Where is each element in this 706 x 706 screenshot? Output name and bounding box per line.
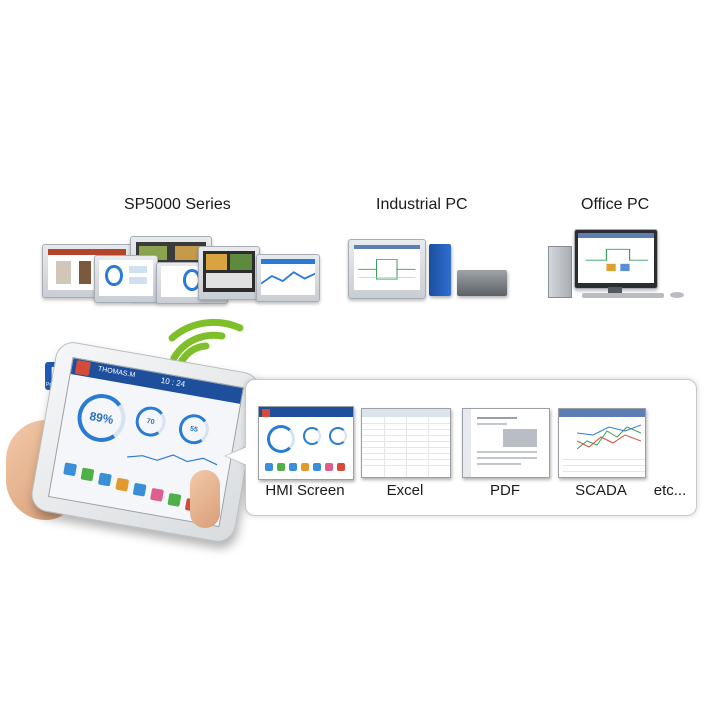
tablet-tile[interactable] bbox=[80, 467, 95, 482]
pc-tower bbox=[548, 246, 572, 298]
office-pc-title: Office PC bbox=[581, 196, 650, 213]
tablet-header-time: 10 : 24 bbox=[160, 375, 186, 389]
mouse bbox=[670, 292, 684, 298]
tablet-logo-thumb bbox=[74, 359, 92, 377]
excel-thumbnail[interactable] bbox=[361, 408, 451, 478]
etc-label: etc... bbox=[653, 482, 687, 499]
excel-label: Excel bbox=[386, 482, 424, 499]
tablet-main-gauge: 89% bbox=[73, 390, 130, 446]
hmi-screen-thumbnail[interactable] bbox=[258, 406, 354, 480]
scada-thumbnail[interactable] bbox=[558, 408, 646, 478]
tablet-tile[interactable] bbox=[97, 472, 112, 487]
tablet-header-user: THOMAS.M bbox=[97, 365, 136, 380]
callout-pointer-fill bbox=[226, 447, 247, 465]
hmi-screen-label: HMI Screen bbox=[265, 482, 345, 499]
tablet-small-gauge-1: 70 bbox=[133, 404, 169, 439]
pdf-label: PDF bbox=[490, 482, 520, 499]
tablet-trend bbox=[127, 454, 218, 466]
hmi-panel bbox=[94, 255, 158, 303]
industrial-fanless-pc bbox=[457, 270, 507, 296]
pdf-thumbnail[interactable] bbox=[462, 408, 550, 478]
tablet-tile[interactable] bbox=[63, 462, 78, 477]
output-formats-panel: HMI Screen Excel PDF bbox=[245, 379, 697, 516]
tablet-device: THOMAS.M 10 : 24 89% 70 55 bbox=[28, 339, 263, 545]
tablet-tile[interactable] bbox=[167, 492, 182, 507]
tablet-small-gauge-2-value: 55 bbox=[189, 425, 199, 434]
tablet-screen: THOMAS.M 10 : 24 89% 70 55 bbox=[47, 357, 244, 528]
tablet-tile[interactable] bbox=[132, 482, 147, 497]
keyboard bbox=[582, 293, 664, 298]
tablet-small-gauge-1-value: 70 bbox=[146, 417, 156, 426]
tablet-tile[interactable] bbox=[150, 487, 164, 502]
monitor-stand bbox=[608, 287, 622, 293]
tablet-tile[interactable] bbox=[115, 477, 130, 492]
hmi-panel bbox=[256, 254, 320, 302]
industrial-pc-title: Industrial PC bbox=[376, 196, 468, 213]
hmi-panel bbox=[198, 246, 260, 300]
sp5000-title: SP5000 Series bbox=[124, 196, 231, 213]
industrial-box-pc bbox=[429, 244, 451, 296]
tablet-small-gauge-2: 55 bbox=[176, 411, 212, 447]
industrial-monitor bbox=[348, 239, 426, 299]
scada-label: SCADA bbox=[575, 482, 627, 499]
tablet-main-gauge-value: 89% bbox=[88, 409, 115, 427]
hand-thumb bbox=[190, 470, 220, 528]
office-monitor bbox=[574, 229, 658, 289]
